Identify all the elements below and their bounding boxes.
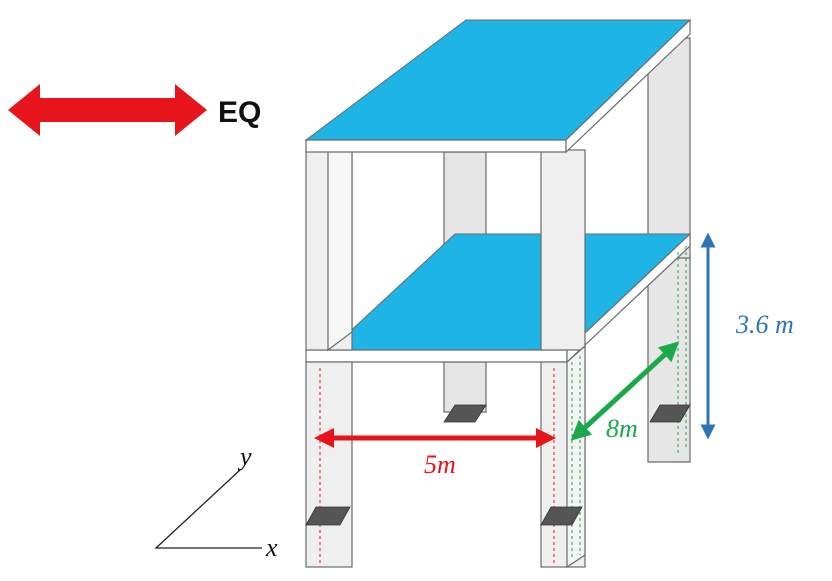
eq-label: EQ xyxy=(218,96,261,129)
column-front-left-upper-side xyxy=(327,149,353,352)
x-axis-label: x xyxy=(265,533,278,562)
slab-front-edge-level-1 xyxy=(305,349,568,363)
column-front-left-lower xyxy=(305,361,353,568)
eq-double-arrow-icon xyxy=(8,84,207,136)
column-back-right-lower xyxy=(647,254,691,463)
height-dimension-label: 3.6 m xyxy=(735,310,794,339)
depth-dimension-label: 8m xyxy=(606,414,638,443)
column-back-left-lower xyxy=(443,361,487,413)
column-back-right-upper xyxy=(647,37,691,259)
dimension-width: 5m xyxy=(314,428,556,479)
base-plate-back-left xyxy=(443,404,487,423)
earthquake-load-indicator: EQ xyxy=(8,84,261,136)
dimension-depth: 8m xyxy=(570,341,680,443)
axis-lines xyxy=(154,469,262,549)
slab-front-edge-roof xyxy=(305,139,567,153)
coordinate-axes: y x xyxy=(154,442,278,562)
column-front-right-lower-side xyxy=(566,344,586,569)
column-front-right-upper xyxy=(540,149,586,351)
floor-slab-level-1 xyxy=(305,232,692,364)
slab-side-edge-roof xyxy=(565,18,691,154)
width-dimension-label: 5m xyxy=(424,450,456,479)
base-plate-front-left xyxy=(305,506,351,526)
floor-slab-roof xyxy=(304,18,692,154)
slab-side-edge-level-1 xyxy=(566,232,691,364)
dimension-height: 3.6 m xyxy=(700,232,794,440)
depth-dimension-arrow xyxy=(570,341,680,441)
base-plate-front-right xyxy=(540,506,583,526)
y-axis-label: y xyxy=(237,442,252,471)
